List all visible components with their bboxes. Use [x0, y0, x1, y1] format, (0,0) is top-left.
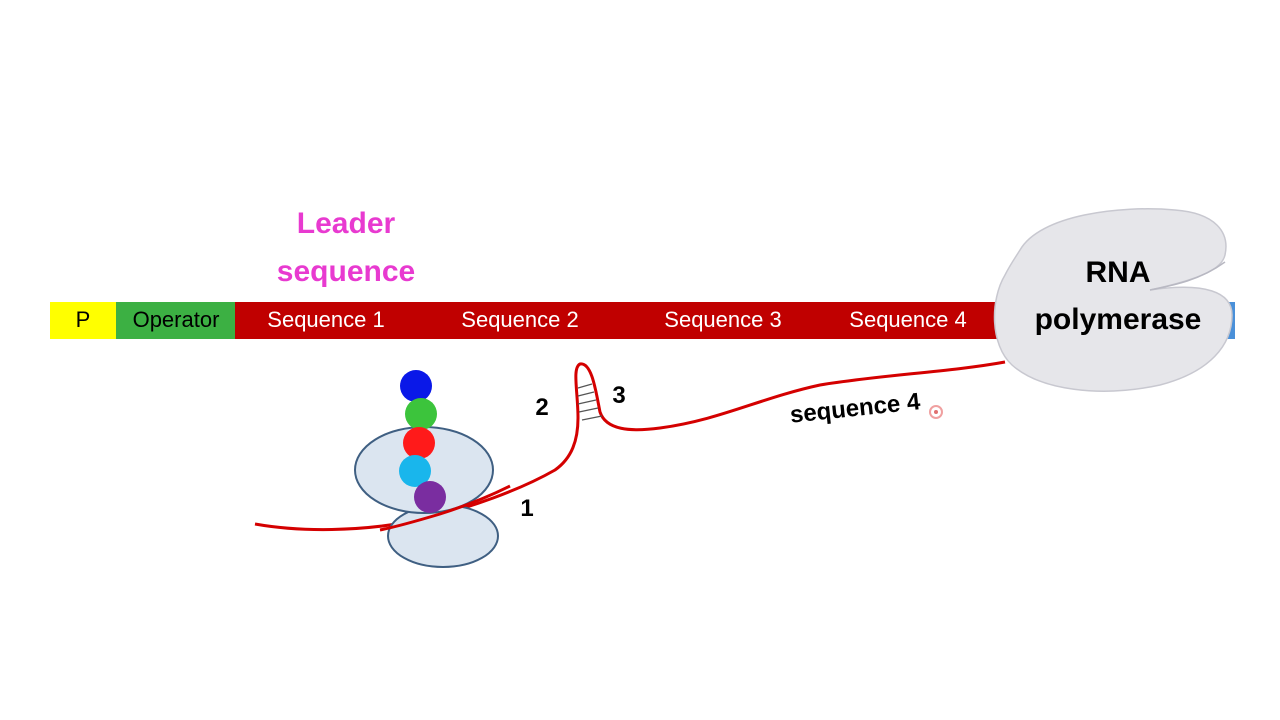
sequence-1-label: Sequence 1	[267, 307, 384, 332]
rna-polymerase-label-line2: polymerase	[1035, 303, 1202, 336]
sequence-3-label: Sequence 3	[664, 307, 781, 332]
region-3-label: 3	[612, 382, 625, 409]
operator-segment	[116, 302, 235, 339]
sequence-4-label: Sequence 4	[849, 307, 966, 332]
peptide-chain	[399, 370, 446, 513]
promoter-segment	[50, 302, 116, 339]
rna-polymerase-shape	[993, 208, 1233, 392]
amino-acid-green	[405, 398, 437, 430]
region-2-label: 2	[535, 394, 548, 421]
sequence-2-label: Sequence 2	[461, 307, 578, 332]
promoter-label: P	[76, 307, 91, 332]
amino-acid-blue	[400, 370, 432, 402]
leader-label-line2: sequence	[277, 255, 415, 288]
mrna-through-ribosome	[379, 484, 511, 532]
leader-label-line1: Leader	[297, 207, 396, 240]
rna-polymerase-label-line1: RNA	[1086, 256, 1151, 289]
amino-acid-purple	[414, 481, 446, 513]
cursor-ring-icon	[929, 405, 943, 419]
region-4-label: sequence 4	[789, 388, 922, 429]
operator-label: Operator	[133, 307, 220, 332]
amino-acid-cyan	[399, 455, 431, 487]
region-1-label: 1	[520, 495, 533, 522]
amino-acid-red	[403, 427, 435, 459]
rna-polymerase: RNA polymerase	[993, 208, 1233, 392]
hairpin-base-pairs	[577, 383, 603, 421]
